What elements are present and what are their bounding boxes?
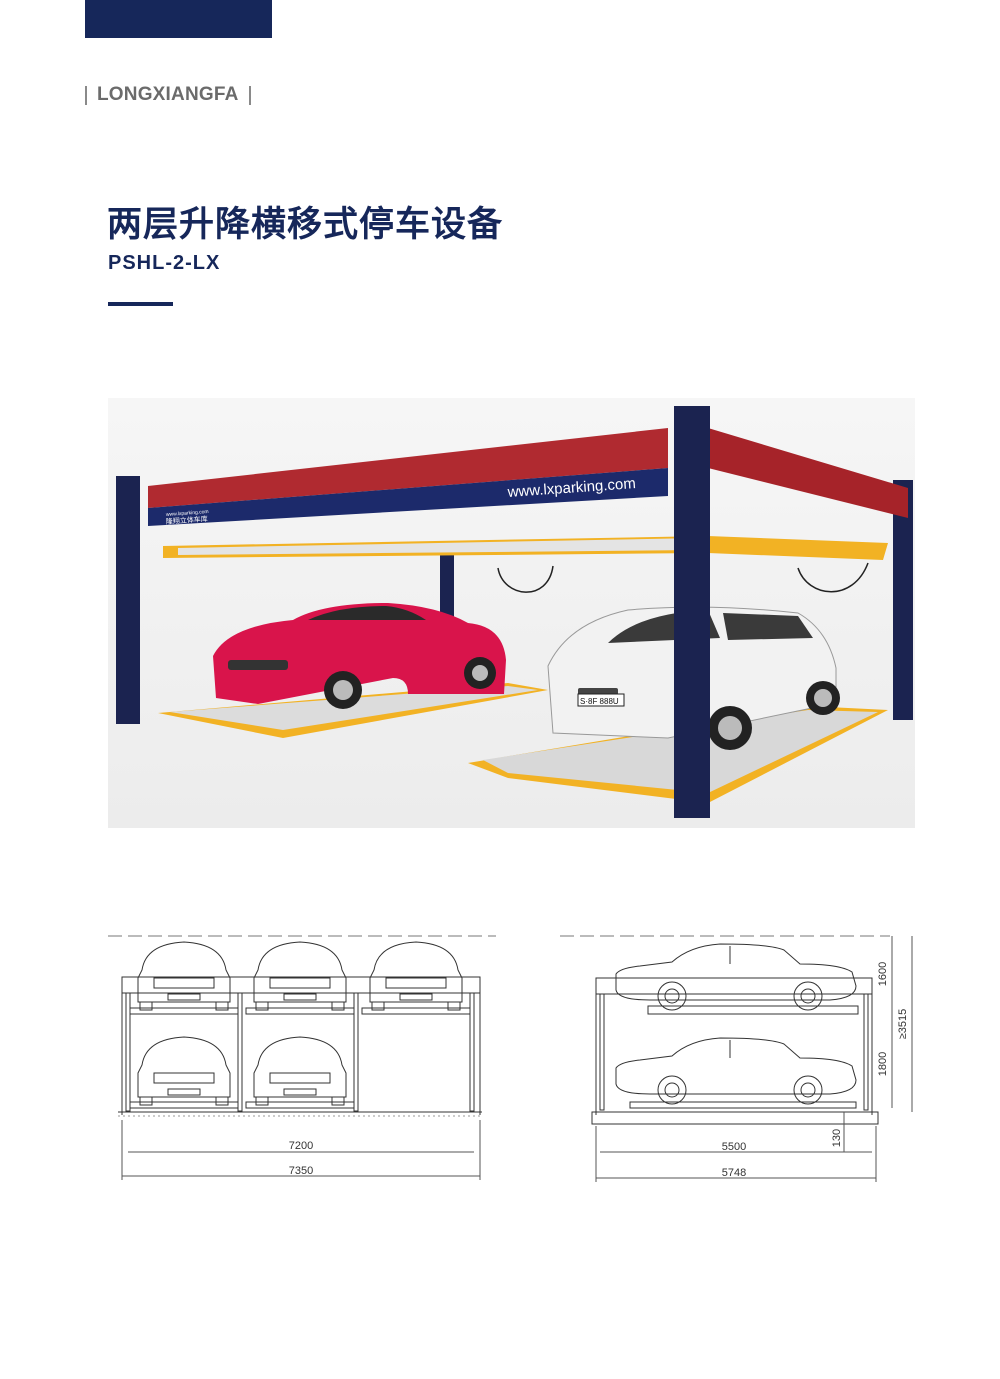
- car-front-upper-3: [369, 941, 463, 1011]
- car-side-lower: [615, 1037, 857, 1105]
- dim-total-height: ≥3515: [897, 1009, 909, 1040]
- car-front-upper-1: [137, 941, 231, 1011]
- front-elevation-drawing: 7200 7350: [108, 935, 496, 1180]
- dim-width-inner: 7200: [289, 1140, 313, 1152]
- red-car: [213, 603, 506, 709]
- brand-divider-right: [248, 85, 251, 105]
- license-plate: S·8F 888U: [580, 697, 619, 706]
- title-underline: [108, 302, 173, 306]
- car-front-lower-1: [137, 1036, 231, 1106]
- right-front-post: [674, 406, 710, 818]
- car-front-lower-2: [253, 1036, 347, 1106]
- brand-name: LONGXIANGFA: [97, 84, 239, 105]
- sticker-name: 隆翔立体车库: [166, 514, 209, 526]
- dim-width-outer: 7350: [289, 1165, 313, 1177]
- right-back-post: [893, 480, 913, 720]
- dim-length-inner: 5500: [722, 1141, 746, 1153]
- left-front-post: [116, 476, 140, 724]
- brand-divider-left: [85, 85, 87, 105]
- header-bar: [85, 0, 272, 38]
- dim-lower-height: 1800: [877, 1052, 889, 1076]
- brand-header: LONGXIANGFA: [85, 83, 251, 107]
- car-side-upper: [615, 943, 857, 1011]
- product-title: 两层升降横移式停车设备: [107, 205, 504, 245]
- back-post: [440, 548, 454, 618]
- product-model: PSHL-2-LX: [108, 252, 221, 274]
- dim-pit-depth: 130: [831, 1129, 843, 1147]
- sticker-url: www.lxparking.com: [166, 509, 209, 518]
- top-beam: [148, 428, 668, 508]
- dim-length-outer: 5748: [722, 1167, 746, 1179]
- beam-banner: [148, 468, 668, 526]
- car-front-upper-2: [253, 941, 347, 1011]
- side-beam: [708, 428, 908, 518]
- side-elevation-drawing: 1600 1800 ≥3515 130 5500 5748: [560, 935, 913, 1182]
- dim-upper-height: 1600: [877, 962, 889, 986]
- product-photo: www.lxparking.com www.lxparking.com 隆翔立体…: [108, 398, 915, 828]
